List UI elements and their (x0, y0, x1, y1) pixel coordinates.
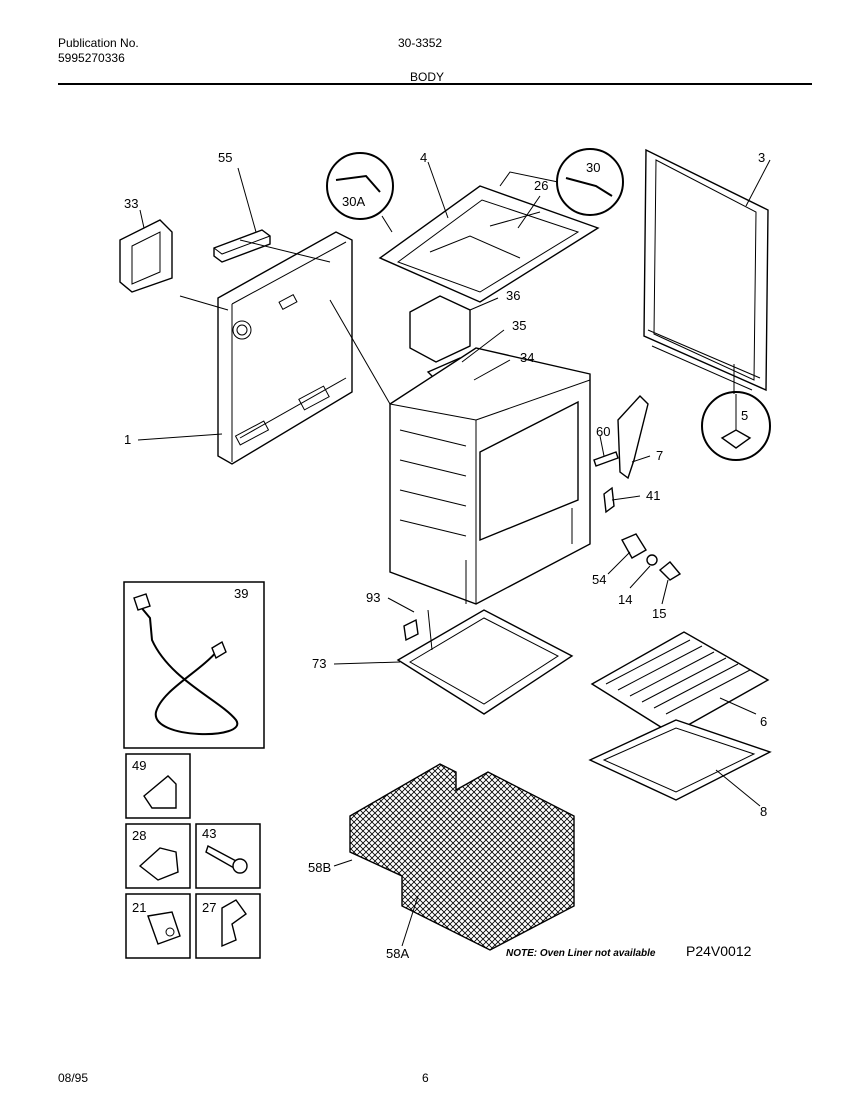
detail-30A (326, 152, 394, 233)
part-4-top-panel (378, 185, 600, 303)
part-8-broiler-pan (588, 719, 772, 801)
label-39: 39 (234, 586, 248, 601)
label-4: 4 (420, 150, 427, 165)
oven-liner-note: NOTE: Oven Liner not available (506, 948, 656, 959)
part-28-box (125, 823, 191, 889)
label-7: 7 (656, 448, 663, 463)
part-58-insulation (349, 763, 575, 951)
label-8: 8 (760, 804, 767, 819)
label-35: 35 (512, 318, 526, 333)
label-3: 3 (758, 150, 765, 165)
label-21: 21 (132, 900, 146, 915)
part-6-oven-rack (590, 631, 770, 735)
label-14: 14 (618, 592, 632, 607)
part-39-power-cord (123, 581, 265, 749)
label-60: 60 (596, 424, 610, 439)
label-36: 36 (506, 288, 520, 303)
publication-number: 5995270336 (58, 51, 125, 65)
footer-date: 08/95 (58, 1071, 89, 1085)
label-5: 5 (741, 408, 748, 423)
part-73-bottom-panel (396, 609, 574, 715)
label-55: 55 (218, 150, 232, 165)
detail-5 (701, 364, 771, 461)
part-41-bracket (603, 486, 615, 514)
label-54: 54 (592, 572, 606, 587)
detail-30 (499, 148, 624, 216)
part-3-side-panel (643, 148, 769, 392)
leader-lines (137, 159, 771, 947)
part-14-bulb (646, 554, 658, 566)
label-30A: 30A (342, 194, 365, 209)
label-41: 41 (646, 488, 660, 503)
label-1: 1 (124, 432, 131, 447)
label-28: 28 (132, 828, 146, 843)
part-33-bracket (119, 219, 173, 293)
part-1-back-panel (217, 231, 353, 465)
label-33: 33 (124, 196, 138, 211)
part-labels: 1 3 4 5 6 7 8 14 15 21 26 27 28 30 30A 3… (124, 150, 767, 961)
section-title: BODY (410, 70, 445, 84)
label-49: 49 (132, 758, 146, 773)
part-36-duct (409, 295, 471, 363)
label-58A: 58A (386, 946, 409, 961)
label-27: 27 (202, 900, 216, 915)
label-15: 15 (652, 606, 666, 621)
part-49-box (125, 753, 191, 819)
part-93-switch (403, 609, 433, 651)
part-43-box (195, 823, 261, 889)
part-60-clip (593, 451, 619, 467)
label-6: 6 (760, 714, 767, 729)
label-43: 43 (202, 826, 216, 841)
label-73: 73 (312, 656, 326, 671)
publication-label: Publication No. (58, 36, 139, 50)
footer-page-number: 6 (422, 1071, 429, 1085)
figure-code: P24V0012 (686, 943, 752, 959)
header-rule (58, 83, 812, 85)
label-93: 93 (366, 590, 380, 605)
label-30: 30 (586, 160, 600, 175)
part-54-socket (621, 533, 647, 559)
part-27-box (195, 893, 261, 959)
label-34: 34 (520, 350, 534, 365)
part-55-bar (213, 229, 271, 263)
document-number: 30-3352 (398, 36, 443, 50)
label-26: 26 (534, 178, 548, 193)
oven-body (389, 347, 591, 605)
part-15-cover (658, 561, 682, 581)
label-58B: 58B (308, 860, 331, 875)
part-7-hinge (617, 394, 649, 480)
part-21-box (125, 893, 191, 959)
